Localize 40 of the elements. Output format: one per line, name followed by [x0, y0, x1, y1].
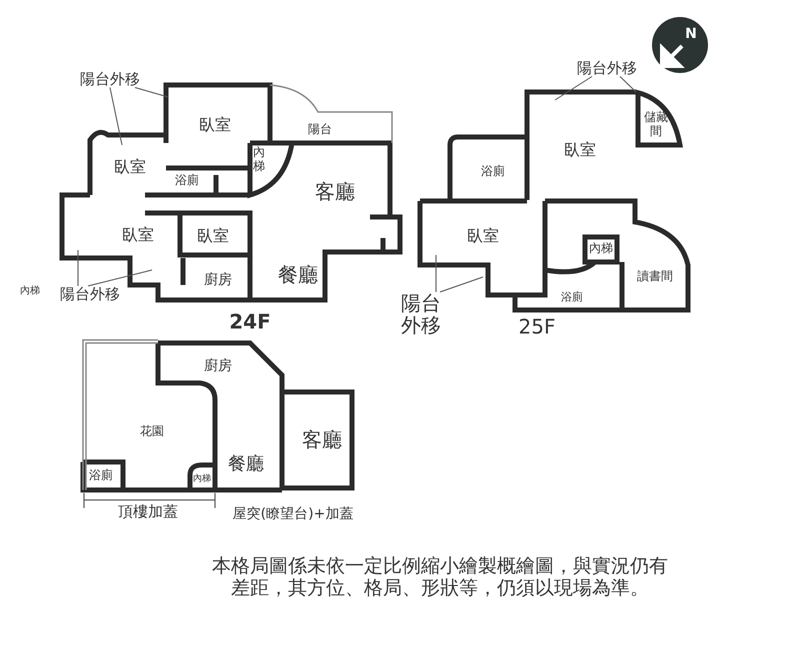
leader-line: [110, 87, 122, 146]
callout-label: 陽台外移: [401, 292, 445, 336]
room-label: 儲藏間: [643, 111, 669, 139]
leader-line: [554, 76, 592, 100]
room-label: 臥室: [122, 226, 154, 244]
room-label: 臥室: [467, 226, 499, 246]
room-label: 內梯: [252, 146, 266, 174]
callout-label: 陽台外移: [80, 71, 140, 88]
room-label: 餐廳: [228, 454, 264, 476]
room-label: 浴廁: [175, 174, 199, 188]
room-label: 浴廁: [89, 469, 113, 483]
room-label: 客廳: [302, 428, 342, 452]
leader-line: [620, 76, 636, 92]
compass-letter: N: [685, 26, 697, 42]
dimension-label: 頂樓加蓋: [118, 503, 178, 521]
floor-label: 24F: [229, 310, 271, 334]
room-label: 浴廁: [561, 292, 583, 304]
room-label: 廚房: [204, 272, 232, 288]
leader-line: [88, 270, 152, 286]
room-label: 臥室: [199, 116, 231, 134]
note-text: 本格局圖係未依一定比例縮小繪製概繪圖，與實況仍有差距，其方位、格局、形狀等，仍須以現場為準。: [211, 556, 669, 600]
room-label: 餐廳: [278, 264, 318, 286]
room-label: 內梯: [589, 242, 613, 256]
room-label: 廚房: [204, 358, 232, 374]
stair-label: 內梯: [20, 285, 40, 297]
room-label: 讀書間: [637, 270, 673, 284]
leader-line: [134, 87, 168, 98]
floor-label: 25F: [518, 316, 556, 338]
room-label: 花園: [140, 425, 164, 439]
floor-label: 屋突(瞭望台)+加蓋: [232, 506, 354, 522]
room-label: 內梯: [193, 474, 211, 484]
room-label: 臥室: [564, 140, 596, 160]
room-label: 臥室: [114, 158, 146, 176]
callout-label: 陽台外移: [577, 60, 637, 76]
room-label: 陽台: [308, 123, 332, 137]
leader-line: [440, 276, 484, 292]
room-label: 客廳: [315, 180, 355, 204]
room-label: 臥室: [197, 226, 229, 246]
room-label: 浴廁: [481, 165, 505, 179]
callout-label: 陽台外移: [60, 286, 120, 302]
